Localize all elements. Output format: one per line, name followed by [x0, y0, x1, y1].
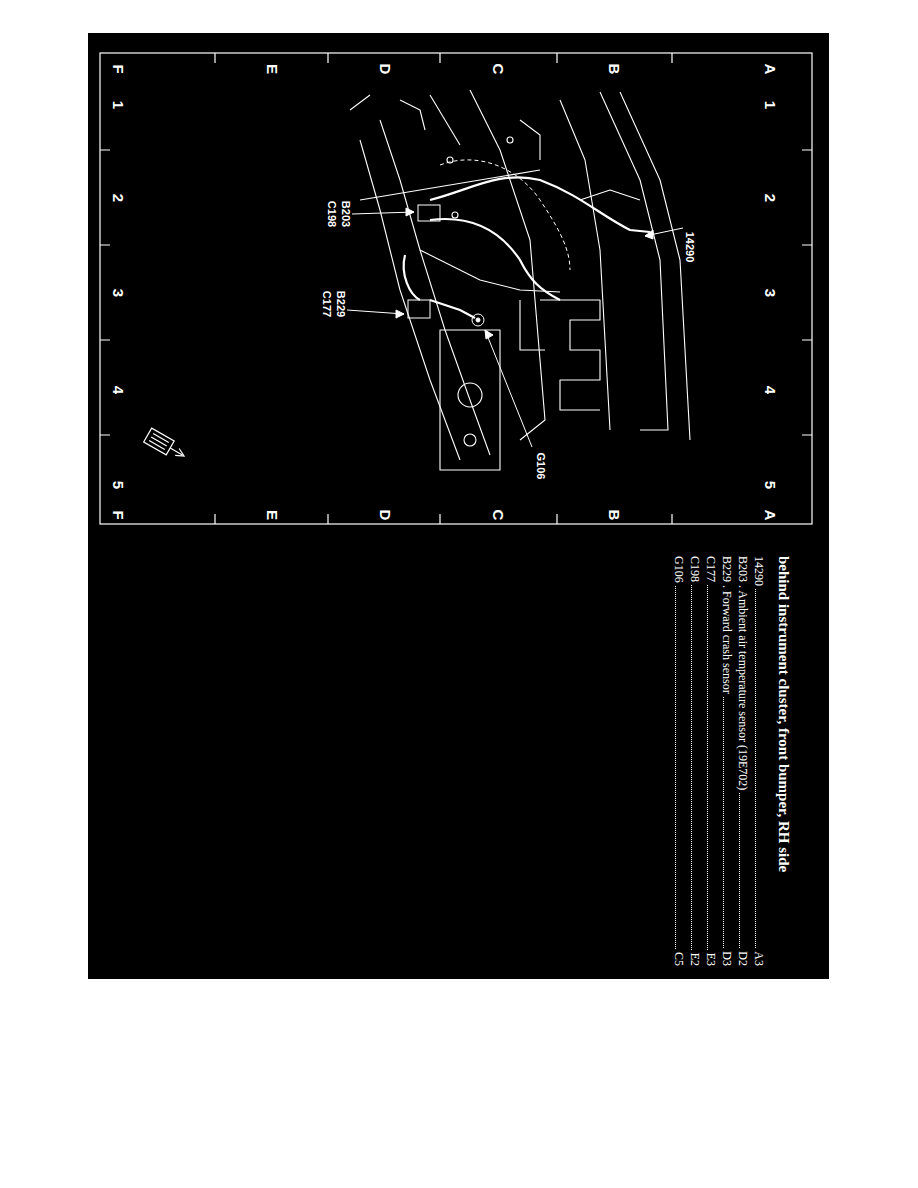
callout-label: C198: [326, 200, 338, 228]
grid-reference: 4: [110, 386, 127, 394]
grid-location: C5: [672, 952, 686, 966]
grid-reference: 3: [762, 289, 779, 297]
legend-item: B229 . Forward crash sensor: [720, 556, 734, 694]
grid-reference: D: [377, 510, 394, 521]
legend-item: B203 . Ambient air temperature sensor (1…: [736, 556, 750, 790]
legend-item: G106: [672, 556, 686, 583]
callout-label: G106: [535, 452, 547, 481]
grid-reference: 1: [762, 101, 779, 109]
legend-row: C177E3: [704, 556, 719, 966]
grid-reference: 3: [110, 289, 127, 297]
legend-row: B229 . Forward crash sensorD3: [720, 556, 735, 966]
grid-reference: E: [264, 510, 281, 520]
dot-leader: [707, 585, 709, 950]
bumper-drawing: [350, 90, 690, 470]
grid-reference: A: [762, 510, 779, 521]
grid-location: E2: [688, 953, 702, 966]
grid-location: E3: [704, 953, 718, 966]
leader-lines: [347, 208, 683, 447]
grid-location: D3: [720, 951, 734, 966]
grid-reference: F: [110, 64, 127, 73]
grid-reference: 5: [762, 481, 779, 489]
callout-label: 14290: [684, 231, 696, 264]
callout-label: C177: [321, 290, 333, 318]
black-sheet: [88, 33, 829, 979]
legend-row: B203 . Ambient air temperature sensor (1…: [736, 556, 751, 966]
orientation-arrow: [144, 428, 188, 463]
legend-row: C198E2: [688, 556, 703, 966]
legend-item: C177: [704, 556, 718, 582]
callout-label: B229: [335, 290, 347, 318]
grid-reference: 5: [110, 481, 127, 489]
grid-location: D2: [736, 951, 750, 966]
grid-reference: D: [377, 64, 394, 75]
grid-reference: C: [490, 510, 507, 521]
sheet-title: behind instrument cluster, front bumper,…: [775, 556, 792, 872]
callout-label: B203: [340, 200, 352, 228]
dot-leader: [755, 589, 757, 948]
wire-harness: [404, 177, 650, 318]
grid-reference: E: [264, 64, 281, 74]
grid-reference: C: [490, 64, 507, 75]
grid-reference: 2: [110, 194, 127, 202]
grid-reference: 2: [762, 194, 779, 202]
dot-leader: [739, 793, 741, 948]
dot-leader: [675, 586, 677, 949]
grid-reference: F: [110, 510, 127, 519]
grid-reference: 4: [762, 386, 779, 394]
grid-frame: [100, 53, 812, 524]
dot-leader: [723, 697, 725, 949]
grid-location: A3: [752, 951, 766, 966]
grid-reference: A: [762, 64, 779, 75]
legend-row: G106C5: [672, 556, 687, 966]
legend-row: 14290A3: [752, 556, 767, 966]
dot-leader: [691, 585, 693, 950]
connectors-drawing: [408, 205, 484, 326]
grid-reference: B: [606, 510, 623, 521]
legend-item: C198: [688, 556, 702, 582]
hidden-harness: [440, 160, 570, 270]
grid-reference: B: [606, 64, 623, 75]
legend-item: 14290: [752, 556, 766, 586]
grid-reference: 1: [110, 101, 127, 109]
